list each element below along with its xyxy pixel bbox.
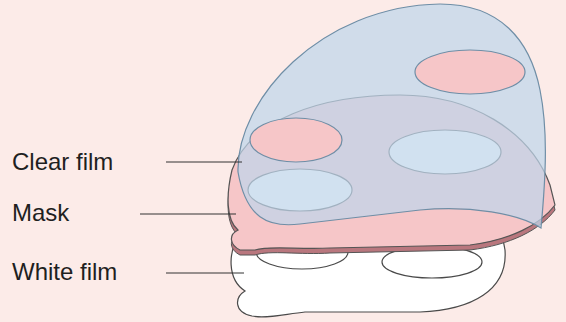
part-label: White film — [12, 258, 117, 286]
clear-film — [238, 4, 545, 228]
leader-line — [166, 273, 244, 274]
leader-line — [140, 214, 236, 215]
leader-line — [166, 162, 242, 163]
part-label: Mask — [12, 199, 69, 227]
part-label: Clear film — [12, 148, 113, 176]
